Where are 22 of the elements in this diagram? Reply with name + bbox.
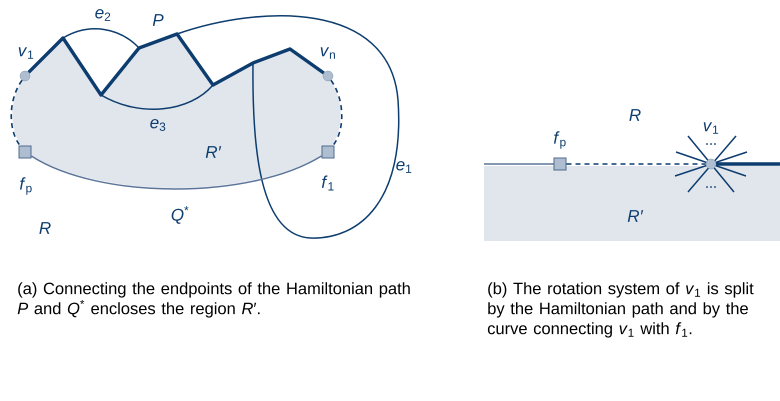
node-label: v$_{1}$	[704, 122, 718, 134]
connector	[31, 155, 322, 190]
math-label: R′	[628, 210, 644, 222]
math-label: R	[629, 109, 641, 121]
caption: (a) Connecting the endpoints of the Hamiltonian path P and Q$^{*}$ encloses the region R′.	[18, 282, 410, 318]
math-label: e$_{2}$	[95, 9, 110, 21]
math-label: P	[152, 14, 164, 26]
connector	[566, 163, 706, 165]
hamiltonian-path	[27, 32, 325, 97]
caption: (b) The rotation system of v$_{1}$ is split by the Hamiltonian path and by the curve connecting v$_{1}$ with f$_{1}$.	[488, 282, 754, 338]
math-label: e$_{1}$	[396, 161, 412, 173]
math-label: e$_{3}$	[150, 119, 166, 131]
edge-label: Q$^{*}$	[170, 205, 190, 225]
connector	[330, 80, 343, 146]
math-label: R′	[206, 146, 222, 158]
node-label: f$_{p}$	[20, 177, 32, 195]
node-label: f$_{p}$	[554, 131, 566, 149]
node-label: v$_{n}$	[320, 47, 335, 59]
math-label: R	[39, 222, 51, 234]
node-label: f$_{1}$	[322, 176, 334, 190]
node-label: v$_{1}$	[18, 47, 34, 59]
connector	[10, 80, 23, 146]
